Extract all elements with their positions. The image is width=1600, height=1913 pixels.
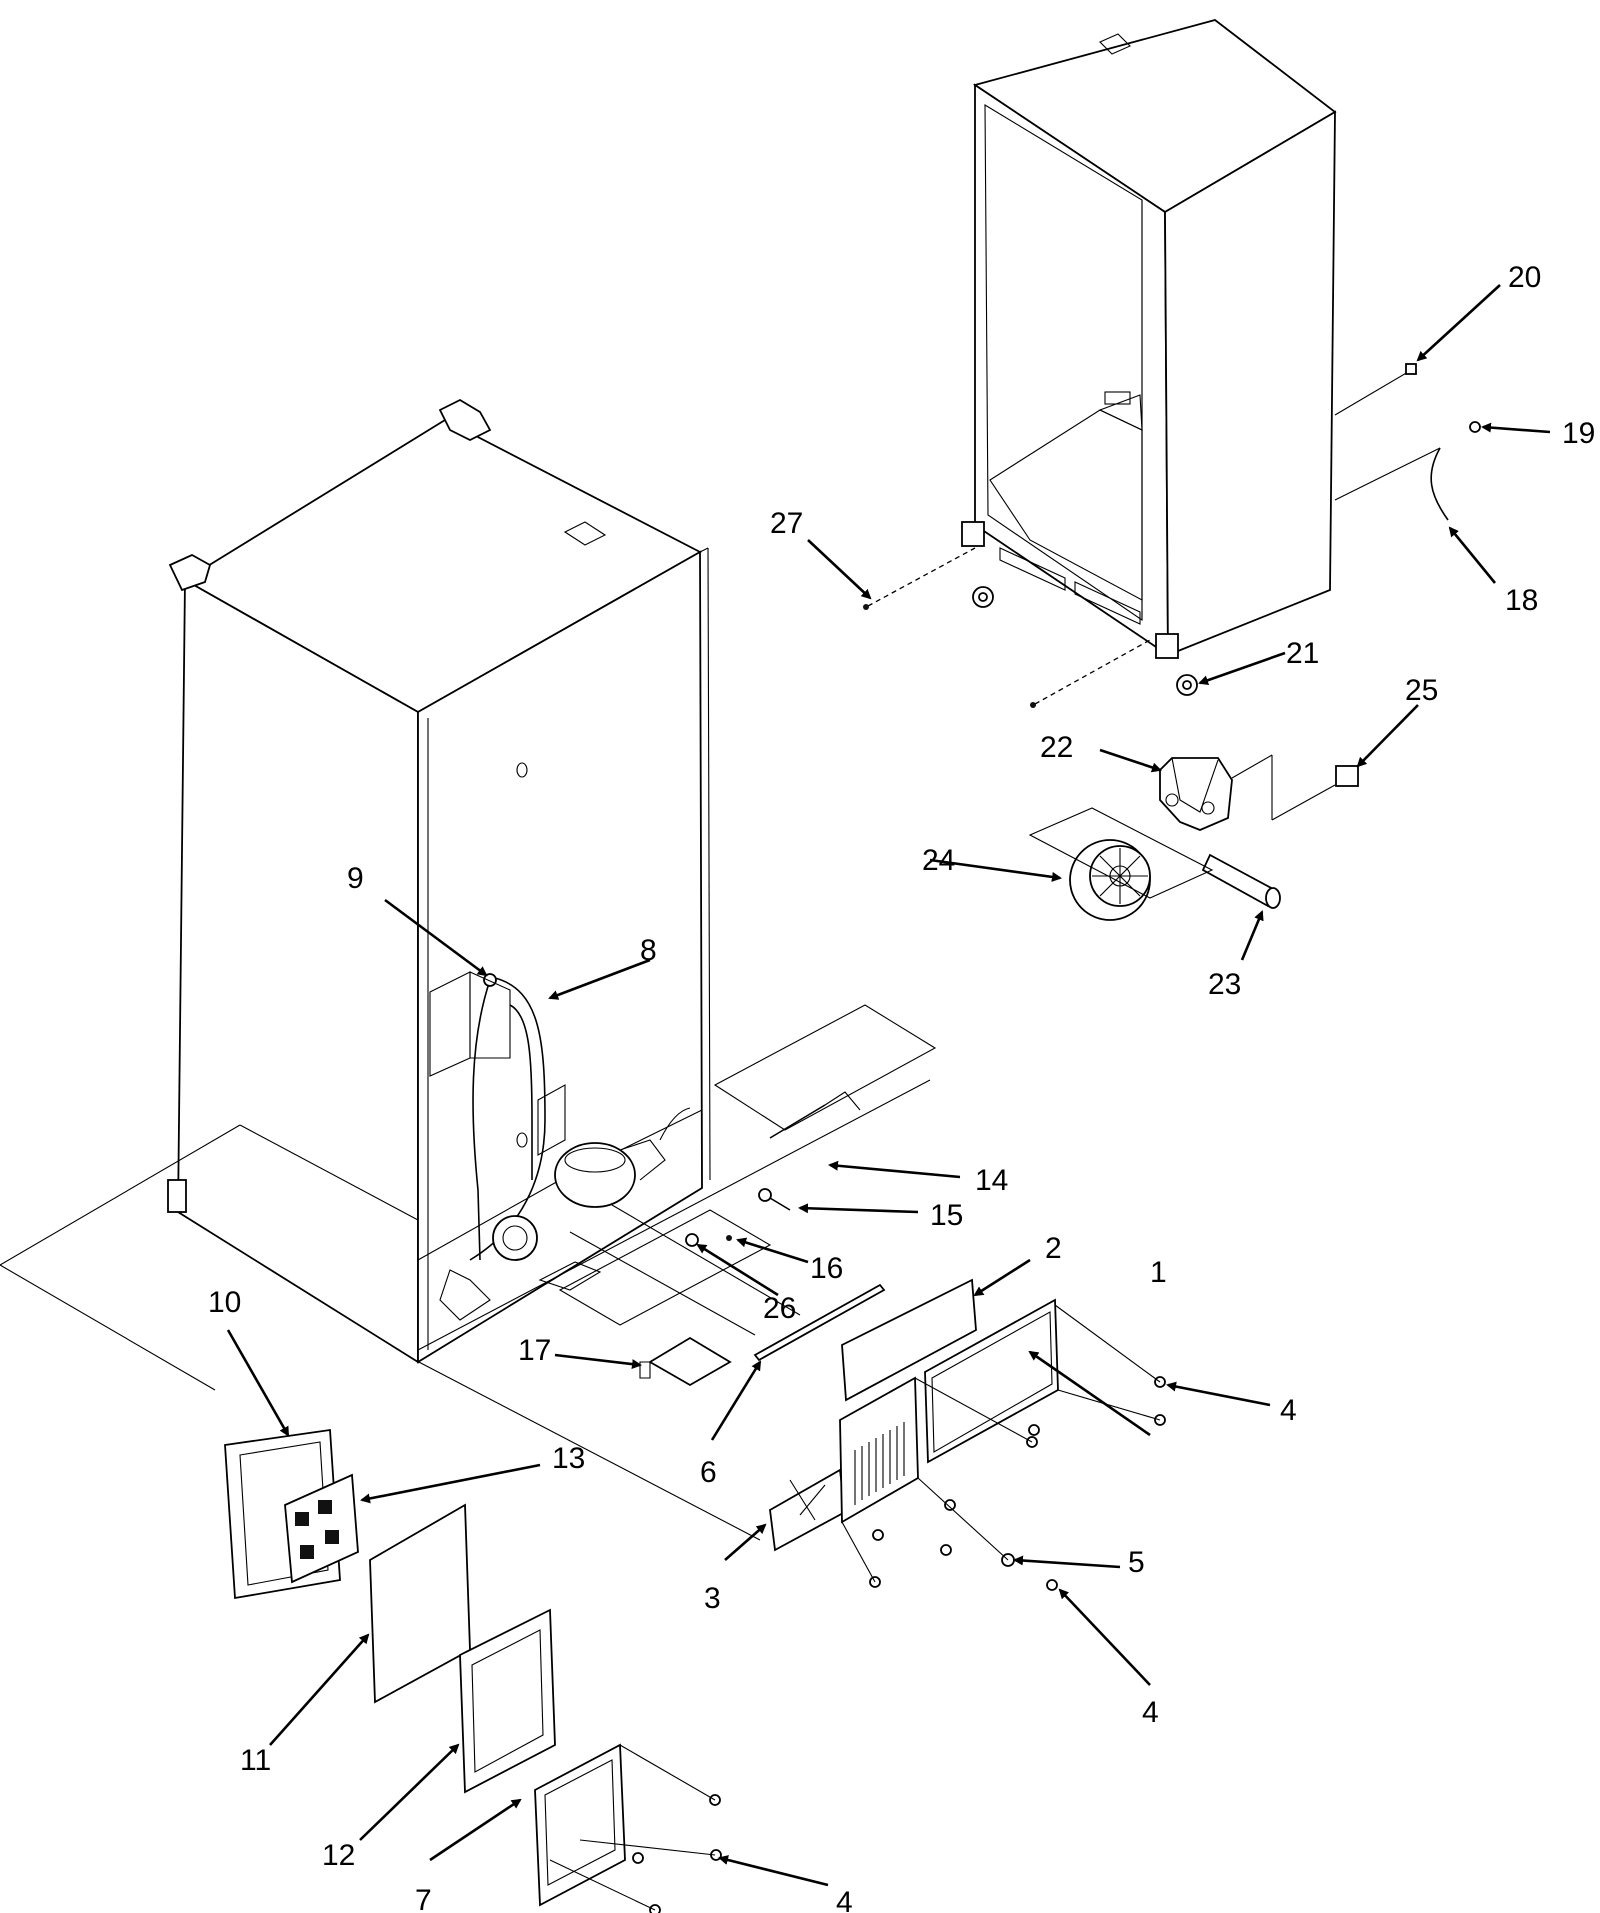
callout-13: 13: [552, 1442, 585, 1475]
callout-12: 12: [322, 1839, 355, 1872]
callout-17: 17: [518, 1334, 551, 1367]
callout-26: 26: [763, 1292, 796, 1325]
drier-parts: [639, 1091, 886, 1387]
callout-4b: 4: [1142, 1696, 1159, 1729]
callout-21: 21: [1286, 637, 1319, 670]
callout-labels: 1 2 3 4 4 4 5 6 7 8 9 10 11 12 13 14 15 …: [208, 261, 1595, 1913]
callout-8: 8: [640, 934, 657, 967]
callout-4a: 4: [1280, 1394, 1297, 1427]
cabinet-rear-view: [167, 398, 711, 1364]
callout-9: 9: [347, 862, 364, 895]
callout-10: 10: [208, 1286, 241, 1319]
callout-16: 16: [810, 1252, 843, 1285]
callout-19: 19: [1562, 417, 1595, 450]
callout-1: 1: [1150, 1256, 1167, 1289]
callout-22: 22: [1040, 731, 1073, 764]
rear-panels: [769, 1278, 1166, 1591]
callout-25: 25: [1405, 674, 1438, 707]
projection-lines: [0, 1004, 937, 1541]
callout-24: 24: [922, 844, 955, 877]
cabinet-front-view: [863, 19, 1481, 708]
callout-6: 6: [700, 1456, 717, 1489]
control-box-parts: [224, 1428, 722, 1913]
callout-3: 3: [704, 1582, 721, 1615]
callout-11: 11: [240, 1744, 271, 1777]
callout-15: 15: [930, 1199, 963, 1232]
callout-20: 20: [1508, 261, 1541, 294]
callout-arrows: [226, 284, 1551, 1887]
callout-5: 5: [1128, 1546, 1145, 1579]
callout-7: 7: [415, 1884, 432, 1913]
callout-23: 23: [1208, 968, 1241, 1001]
callout-27: 27: [770, 507, 803, 540]
roller-assembly: [1028, 754, 1359, 921]
callout-18: 18: [1505, 584, 1538, 617]
callout-2: 2: [1045, 1232, 1062, 1265]
callout-14: 14: [975, 1164, 1008, 1197]
callout-4c: 4: [836, 1886, 853, 1913]
